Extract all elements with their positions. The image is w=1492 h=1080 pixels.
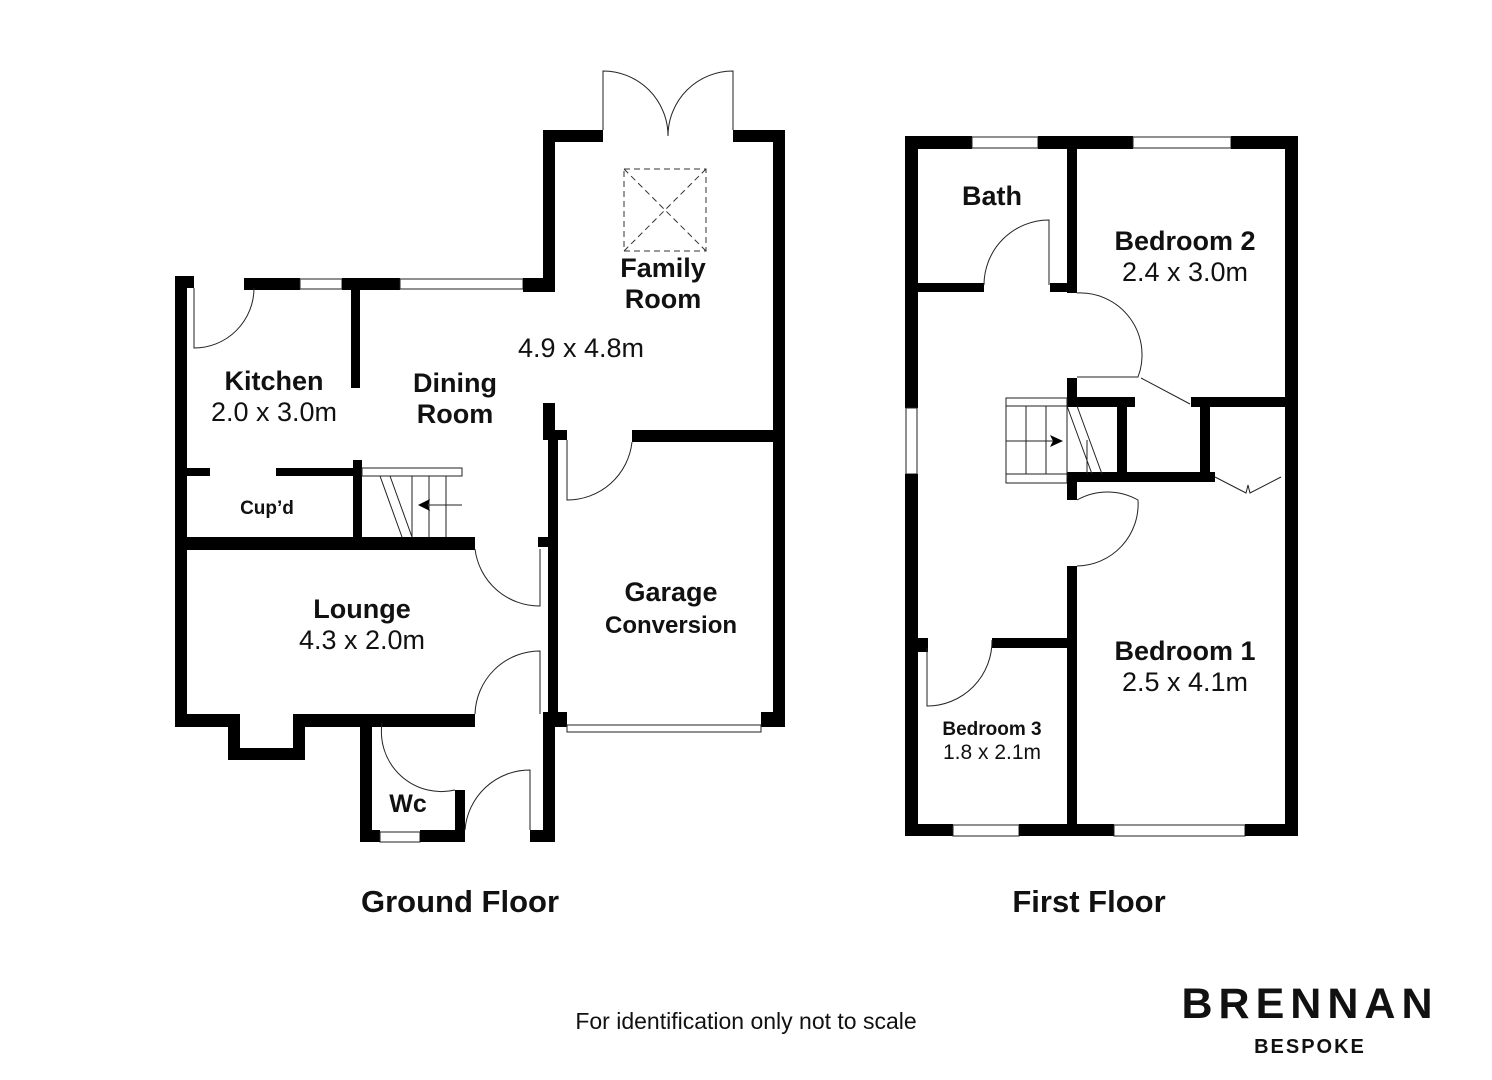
room-name: Kitchen bbox=[224, 366, 324, 396]
room-name: Lounge bbox=[313, 594, 411, 624]
cupboard-label: Cup’d bbox=[240, 498, 294, 519]
dining-room-label: Dining Room bbox=[413, 368, 497, 430]
room-dimensions: 2.4 x 3.0m bbox=[1121, 257, 1249, 288]
first-floor-plan bbox=[905, 136, 1298, 837]
room-name: Bedroom 3 bbox=[942, 719, 1042, 740]
garage-conversion-label: Garage Conversion bbox=[605, 577, 737, 640]
room-name: Bedroom 1 bbox=[1114, 636, 1256, 666]
room-dimensions: 2.0 x 3.0m bbox=[210, 397, 338, 428]
family-room-label: Family Room bbox=[620, 253, 706, 315]
brand-tagline: BESPOKE bbox=[1254, 1036, 1366, 1058]
brand-name: BRENNAN bbox=[1181, 980, 1439, 1028]
ground-floor-title: Ground Floor bbox=[360, 884, 560, 919]
bath-label: Bath bbox=[962, 181, 1022, 211]
family-room-dimensions: 4.9 x 4.8m bbox=[517, 333, 645, 363]
room-name: Family bbox=[620, 253, 706, 283]
room-dimensions: 4.3 x 2.0m bbox=[298, 625, 426, 656]
room-name: Dining bbox=[413, 368, 497, 398]
room-name: Bedroom 2 bbox=[1114, 226, 1256, 256]
bedroom-2-label: Bedroom 2 2.4 x 3.0m bbox=[1114, 226, 1255, 288]
room-name: Conversion bbox=[604, 612, 738, 640]
disclaimer-text: For identification only not to scale bbox=[575, 1008, 917, 1034]
brand-logo: BRENNAN BESPOKE bbox=[1182, 983, 1439, 1059]
bedroom-1-label: Bedroom 1 2.5 x 4.1m bbox=[1114, 636, 1255, 698]
lounge-label: Lounge 4.3 x 2.0m bbox=[299, 594, 425, 656]
room-dimensions: 2.5 x 4.1m bbox=[1121, 667, 1249, 698]
room-name: Room bbox=[624, 284, 702, 315]
room-name: Garage bbox=[624, 577, 718, 607]
bedroom-3-label: Bedroom 3 1.8 x 2.1m bbox=[942, 719, 1041, 765]
kitchen-label: Kitchen 2.0 x 3.0m bbox=[211, 366, 337, 428]
ground-floor-plan bbox=[175, 70, 785, 843]
room-dimensions: 1.8 x 2.1m bbox=[942, 740, 1042, 764]
wc-label: Wc bbox=[389, 790, 427, 818]
room-name: Room bbox=[416, 399, 494, 430]
first-floor-title: First Floor bbox=[1012, 884, 1166, 919]
